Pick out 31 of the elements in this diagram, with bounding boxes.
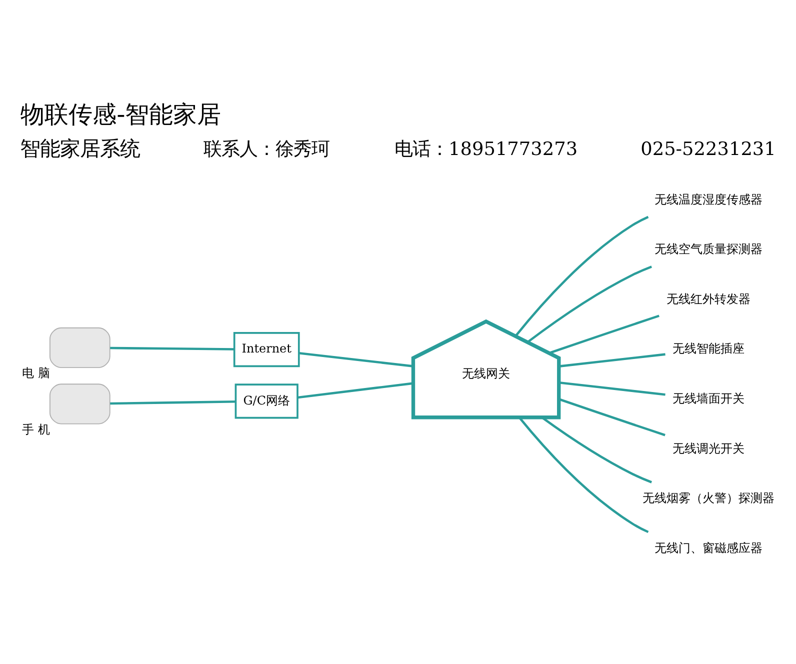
connector	[110, 346, 234, 350]
node-text: 无线门、窗磁感应器	[654, 540, 762, 554]
label: 联系人：徐秀珂	[204, 138, 330, 160]
connector	[518, 416, 649, 533]
connector	[298, 382, 414, 398]
connector	[559, 352, 666, 367]
node-text: 无线温度湿度传感器	[654, 192, 762, 206]
node-label: 手 机	[22, 422, 50, 436]
connector	[559, 380, 666, 396]
node-text: 无线智能插座	[672, 341, 744, 356]
node-box	[49, 326, 110, 368]
connector	[110, 400, 236, 404]
connector	[548, 314, 660, 354]
node-text: 无线调光开关	[672, 440, 744, 455]
diagram-title: 物联传感-智能家居	[20, 100, 222, 128]
node-box	[49, 383, 110, 424]
node-label: 电 脑	[22, 366, 50, 380]
node-text: 无线烟雾（火警）探测器	[642, 490, 774, 505]
connector	[541, 416, 652, 483]
connector	[514, 215, 649, 336]
connector	[558, 398, 666, 436]
label: 智能家居系统	[20, 136, 140, 160]
node-text: 无线墙面开关	[672, 390, 744, 405]
node-box: G/C网络	[234, 383, 298, 418]
node-box: Internet	[233, 332, 300, 367]
node-text: 无线空气质量探测器	[654, 242, 762, 256]
connector	[526, 265, 652, 343]
node-text: 无线红外转发器	[666, 291, 750, 306]
label: 025-52231231	[640, 138, 776, 160]
connector	[298, 352, 413, 367]
label: 电话：18951773273	[394, 138, 578, 160]
